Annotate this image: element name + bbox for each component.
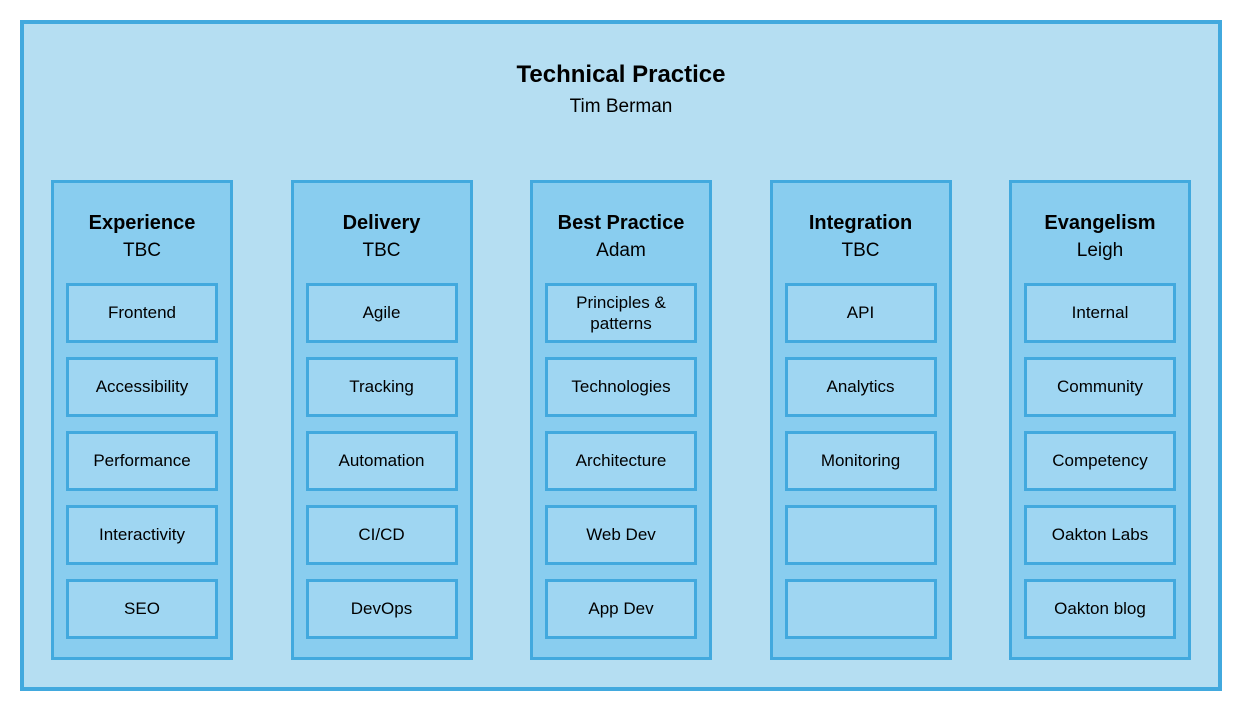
item-api: API bbox=[784, 283, 937, 343]
column-title: Experience bbox=[88, 212, 196, 234]
item-label: Oakton blog bbox=[1054, 599, 1146, 619]
column-title: Evangelism bbox=[1044, 212, 1156, 234]
item-label: Performance bbox=[93, 451, 191, 471]
item-label: Interactivity bbox=[99, 525, 185, 545]
column-title: Best Practice bbox=[557, 212, 685, 234]
column-title: Delivery bbox=[342, 212, 421, 234]
item-label: Analytics bbox=[826, 377, 895, 397]
page-subtitle: Tim Berman bbox=[569, 96, 673, 117]
column-lead: TBC bbox=[123, 240, 161, 261]
page-title: Technical Practice bbox=[516, 61, 726, 88]
item-web-dev: Web Dev bbox=[545, 505, 697, 565]
item-accessibility: Accessibility bbox=[66, 357, 218, 417]
item-empty bbox=[784, 505, 937, 565]
item-label: Agile bbox=[362, 303, 401, 323]
item-label: Internal bbox=[1071, 303, 1129, 323]
column-lead: TBC bbox=[841, 240, 880, 261]
item-competency: Competency bbox=[1024, 431, 1176, 491]
item-oakton-blog: Oakton blog bbox=[1024, 579, 1176, 639]
item-empty bbox=[784, 579, 937, 639]
item-label: Frontend bbox=[107, 303, 177, 323]
item-interactivity: Interactivity bbox=[66, 505, 218, 565]
column-title: Integration bbox=[808, 212, 913, 234]
item-technologies: Technologies bbox=[545, 357, 697, 417]
item-app-dev: App Dev bbox=[545, 579, 697, 639]
item-label: Web Dev bbox=[586, 525, 656, 545]
item-analytics: Analytics bbox=[784, 357, 937, 417]
column-lead: Adam bbox=[596, 240, 646, 261]
item-label: Tracking bbox=[349, 377, 414, 397]
item-monitoring: Monitoring bbox=[784, 431, 937, 491]
item-label: Automation bbox=[338, 451, 425, 471]
item-seo: SEO bbox=[66, 579, 218, 639]
item-automation: Automation bbox=[305, 431, 458, 491]
title-block: Technical Practice Tim Berman bbox=[24, 24, 1218, 120]
item-architecture: Architecture bbox=[545, 431, 697, 491]
item-label: Oakton Labs bbox=[1051, 525, 1149, 545]
item-principles-patterns: Principles & patterns bbox=[545, 283, 697, 343]
item-label: Technologies bbox=[571, 377, 671, 397]
item-label: CI/CD bbox=[358, 525, 405, 545]
item-performance: Performance bbox=[66, 431, 218, 491]
item-internal: Internal bbox=[1024, 283, 1176, 343]
item-devops: DevOps bbox=[305, 579, 458, 639]
column-lead: Leigh bbox=[1076, 240, 1124, 261]
item-label: Principles & patterns bbox=[576, 292, 666, 333]
item-label: Architecture bbox=[575, 451, 667, 471]
item-ci-cd: CI/CD bbox=[305, 505, 458, 565]
item-label: App Dev bbox=[588, 599, 654, 619]
item-oakton-labs: Oakton Labs bbox=[1024, 505, 1176, 565]
item-label: DevOps bbox=[350, 599, 413, 619]
diagram-canvas: Technical Practice Tim Berman Experience… bbox=[20, 20, 1222, 691]
item-tracking: Tracking bbox=[305, 357, 458, 417]
item-frontend: Frontend bbox=[66, 283, 218, 343]
item-label: Community bbox=[1057, 377, 1143, 397]
column-lead: TBC bbox=[362, 240, 401, 261]
item-label: SEO bbox=[124, 599, 160, 619]
item-community: Community bbox=[1024, 357, 1176, 417]
item-label: Competency bbox=[1052, 451, 1148, 471]
item-agile: Agile bbox=[305, 283, 458, 343]
item-label: Monitoring bbox=[820, 451, 901, 471]
item-label: Accessibility bbox=[95, 377, 189, 397]
item-label: API bbox=[846, 303, 875, 323]
